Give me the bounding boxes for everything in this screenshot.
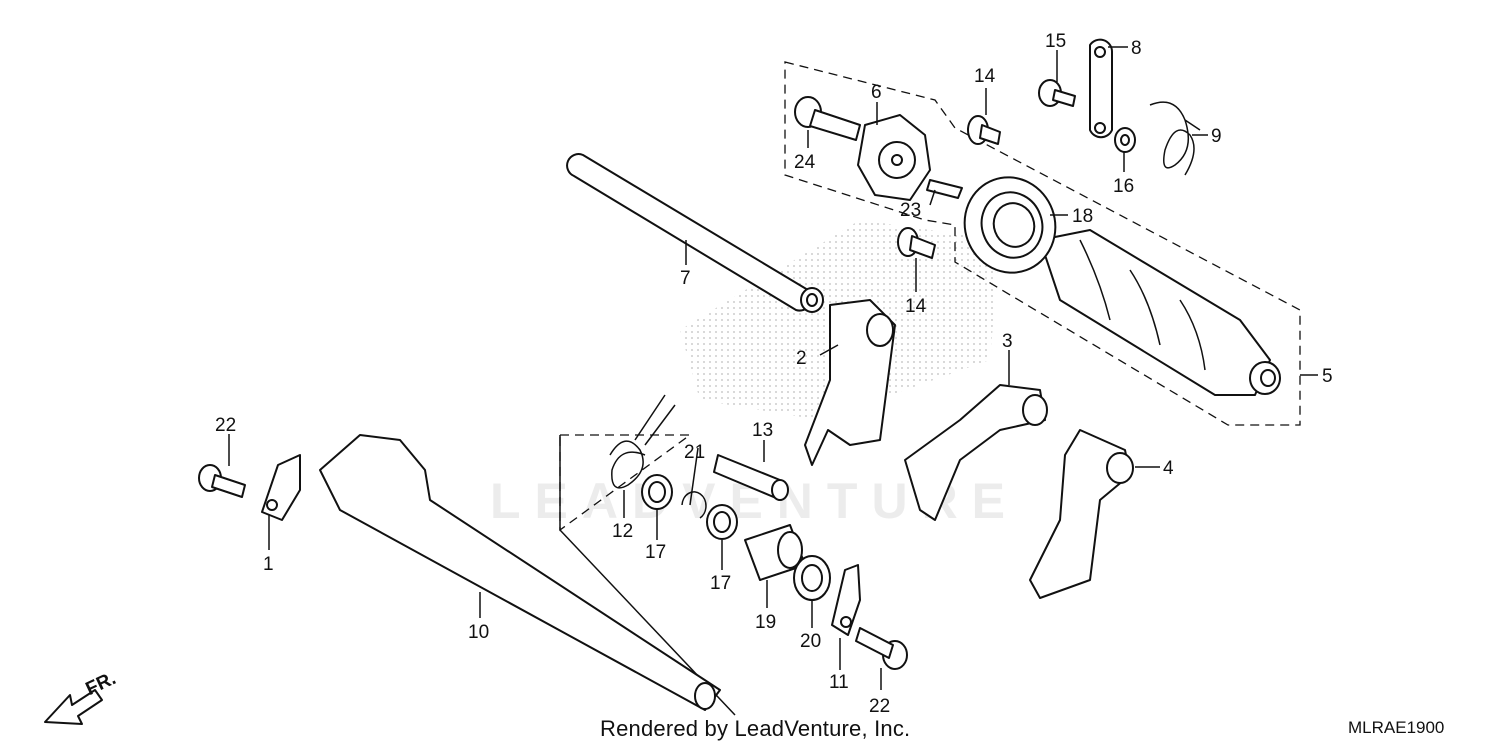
callout-22-left: 22 — [215, 415, 236, 436]
oil-seal-20[interactable] — [793, 555, 831, 601]
callout-3: 3 — [1002, 331, 1013, 352]
callout-1: 1 — [263, 554, 274, 575]
return-spring-12[interactable] — [609, 394, 676, 489]
stud-bolt-13[interactable] — [713, 454, 789, 501]
callout-19: 19 — [755, 612, 776, 633]
shift-fork-2[interactable] — [804, 299, 896, 466]
return-spring-9[interactable] — [1149, 101, 1201, 176]
callout-20: 20 — [800, 631, 821, 652]
callout-14-lower: 14 — [905, 296, 927, 317]
callout-4: 4 — [1163, 458, 1174, 479]
pin-14-upper[interactable] — [967, 115, 1001, 145]
washer-17-right[interactable] — [706, 504, 738, 540]
callout-23: 23 — [900, 200, 921, 221]
circlip-21[interactable] — [681, 491, 707, 519]
dowel-pin[interactable] — [926, 179, 963, 199]
washer-16[interactable] — [1114, 127, 1136, 153]
shift-fork-4[interactable] — [1029, 429, 1134, 599]
shift-drum[interactable] — [1039, 229, 1281, 396]
callout-17-left: 17 — [645, 542, 666, 563]
pin-14-lower[interactable] — [897, 227, 936, 259]
plate-11[interactable] — [831, 564, 861, 636]
callout-7: 7 — [680, 268, 691, 289]
callout-15: 15 — [1045, 31, 1066, 52]
bolt-15[interactable] — [1038, 79, 1076, 107]
leader-lines — [228, 46, 1318, 690]
needle-bearing-19[interactable] — [744, 524, 806, 581]
callout-14-upper: 14 — [974, 66, 996, 87]
callout-12: 12 — [612, 521, 633, 542]
bearing[interactable] — [951, 165, 1068, 286]
callout-16: 16 — [1113, 176, 1134, 197]
shift-fork-shaft[interactable] — [566, 153, 824, 313]
callout-9: 9 — [1211, 126, 1222, 147]
gearshift-spindle[interactable] — [319, 434, 721, 711]
shift-drum-group-boundary — [784, 61, 1301, 426]
callout-13: 13 — [752, 420, 773, 441]
callout-5: 5 — [1322, 366, 1333, 387]
callout-18: 18 — [1072, 206, 1093, 227]
washer-17-left[interactable] — [641, 474, 673, 510]
bolt-22-left[interactable] — [198, 464, 246, 498]
callout-17-right: 17 — [710, 573, 731, 594]
diagram-code: MLRAE1900 — [1348, 718, 1445, 737]
callout-24: 24 — [794, 152, 816, 173]
callout-21: 21 — [684, 442, 705, 463]
callout-22-right: 22 — [869, 696, 890, 717]
shift-drum-center[interactable] — [857, 114, 931, 201]
bolt-22-right[interactable] — [855, 627, 908, 670]
bolt-24[interactable] — [794, 96, 861, 141]
callout-10: 10 — [468, 622, 489, 643]
front-direction-arrow — [44, 689, 103, 725]
callout-11: 11 — [829, 672, 849, 693]
callout-8: 8 — [1131, 38, 1142, 59]
footer-credit: Rendered by LeadVenture, Inc. — [600, 716, 911, 741]
plate-1[interactable] — [261, 454, 301, 521]
callout-6: 6 — [871, 82, 882, 103]
callout-2: 2 — [796, 348, 807, 369]
shift-fork-3[interactable] — [904, 384, 1048, 521]
stopper-arm[interactable] — [1089, 38, 1114, 139]
